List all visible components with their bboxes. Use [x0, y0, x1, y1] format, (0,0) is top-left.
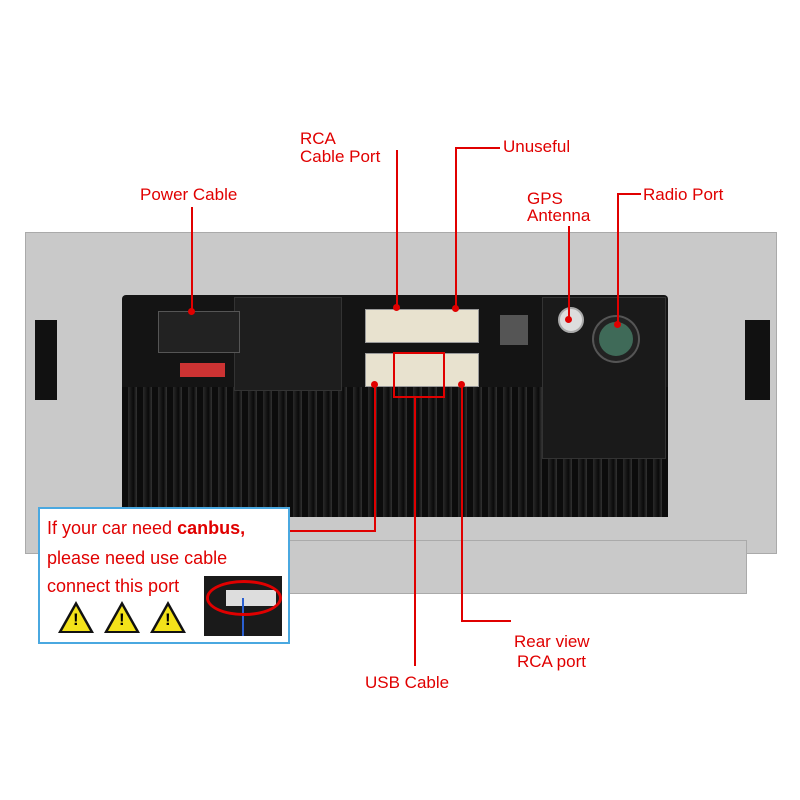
heatsink-fin	[233, 387, 242, 517]
heatsink-fin	[503, 387, 512, 517]
fuse	[180, 363, 225, 377]
head-unit-back	[122, 295, 668, 517]
heatsink-fin	[533, 387, 542, 517]
heatsink-fin	[158, 387, 167, 517]
warning-icons: !!!	[58, 601, 196, 638]
note-line3: connect this port	[47, 576, 180, 596]
note-line1: If your car need canbus,	[47, 518, 246, 538]
heatsink-fin	[473, 387, 482, 517]
heatsink-fin	[383, 387, 392, 517]
heatsink-fin	[398, 387, 407, 517]
sim-slot	[500, 315, 528, 345]
label-usb-cable: USB Cable	[365, 673, 450, 692]
heatsink-fin	[128, 387, 137, 517]
label-rear-view: Rear view	[514, 632, 590, 651]
heatsink-fin	[353, 387, 362, 517]
heatsink-fin	[368, 387, 377, 517]
heatsink-fin	[263, 387, 272, 517]
warning-icon: !	[58, 601, 94, 633]
heatsink-fin	[218, 387, 227, 517]
heatsink-fin	[173, 387, 182, 517]
heatsink-fin	[248, 387, 257, 517]
label-radio-port: Radio Port	[643, 185, 724, 204]
panel	[234, 297, 342, 391]
label-power-cable: Power Cable	[140, 185, 238, 204]
heatsink-fin	[143, 387, 152, 517]
heatsink-fin	[413, 387, 422, 517]
heatsink-fin	[203, 387, 212, 517]
label-rear-view-2: RCA port	[517, 652, 586, 671]
bracket-left	[35, 320, 57, 400]
bracket-right	[745, 320, 770, 400]
label-gps-2: Antenna	[527, 206, 591, 225]
warning-icon: !	[150, 601, 186, 633]
warning-icon: !	[104, 601, 140, 633]
rca-connector	[365, 309, 479, 343]
label-unuseful: Unuseful	[503, 137, 571, 156]
label-gps: GPS	[527, 189, 563, 208]
heatsink-fin	[188, 387, 197, 517]
label-rca-2: Cable Port	[300, 147, 381, 166]
usb-highlight-box	[393, 352, 445, 398]
canbus-note: If your car need canbus, please need use…	[38, 507, 290, 644]
heatsink-fin	[323, 387, 332, 517]
port-photo	[204, 576, 282, 636]
heatsink-fin	[338, 387, 347, 517]
heatsink-fin	[278, 387, 287, 517]
heatsink-fin	[518, 387, 527, 517]
note-line2: please need use cable	[47, 548, 228, 568]
heatsink-fin	[443, 387, 452, 517]
heatsink-fin	[293, 387, 302, 517]
power-connector	[158, 311, 240, 353]
heatsink-fin	[428, 387, 437, 517]
label-rca: RCA	[300, 129, 336, 148]
heatsink-fin	[308, 387, 317, 517]
heatsink-fin	[488, 387, 497, 517]
